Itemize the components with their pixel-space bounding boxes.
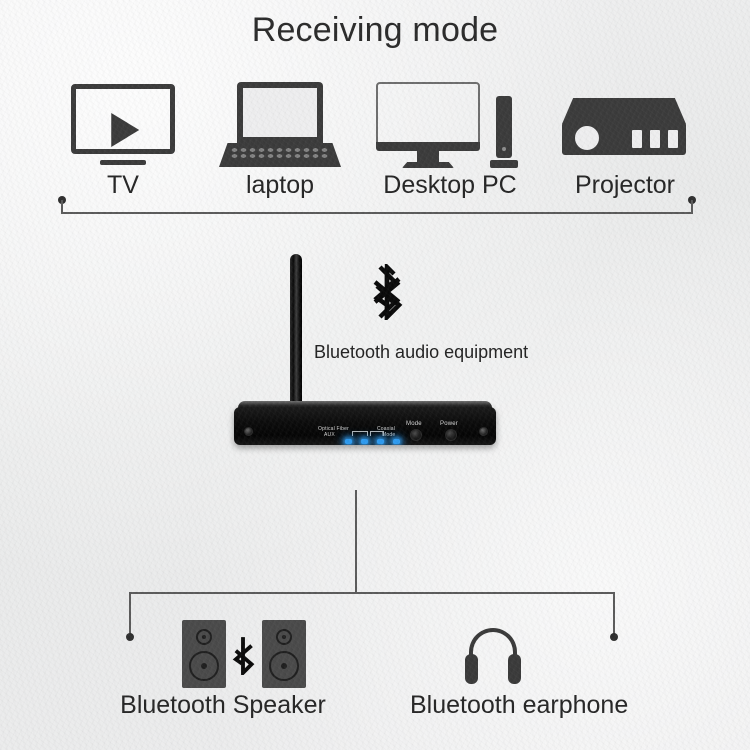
led-indicator-optical: [345, 439, 352, 444]
panel-label-mode-button: Mode: [406, 421, 422, 427]
mode-button[interactable]: [410, 429, 422, 441]
output-label-earphone: Bluetooth earphone: [410, 691, 629, 719]
pc-tower-power-dot: [502, 147, 506, 151]
connector-drop-right-bottom: [613, 592, 615, 634]
source-label-desktop-pc: Desktop PC: [383, 171, 517, 199]
power-button[interactable]: [445, 429, 457, 441]
laptop-icon: [205, 78, 355, 170]
monitor-foot-shape: [402, 162, 454, 168]
connector-drop-left-top: [61, 200, 63, 214]
source-item-tv: TV: [48, 78, 198, 200]
projector-top-shape: [562, 98, 686, 124]
connector-bracket-top: [61, 212, 693, 214]
panel-bracket-mark-left: [352, 431, 368, 436]
source-item-laptop: laptop: [205, 78, 355, 200]
tv-icon: [48, 78, 198, 170]
bluetooth-icon: [373, 264, 403, 320]
headphone-band-shape: [469, 628, 517, 668]
led-indicator-coaxial: [377, 439, 384, 444]
tv-stand-shape: [100, 160, 146, 165]
connector-node-right-bottom: [610, 633, 618, 641]
page-title: Receiving mode: [251, 11, 499, 49]
panel-label-coaxial: Coaxial: [377, 426, 396, 432]
source-label-laptop: laptop: [245, 171, 315, 199]
panel-label-optical-fiber: Optical Fiber: [318, 426, 349, 432]
source-item-projector: Projector: [540, 78, 710, 200]
speaker-woofer-shape: [189, 651, 219, 681]
connector-bracket-bottom: [129, 592, 615, 594]
panel-label-power-button: Power: [440, 421, 459, 427]
headphone-earcup-left: [465, 654, 478, 684]
laptop-keys-shape: [230, 147, 330, 160]
device-top-surface: [238, 401, 492, 409]
device-screw-right: [479, 427, 488, 436]
panel-label-aux: AUX: [324, 432, 335, 438]
speaker-tweeter-shape: [276, 629, 292, 645]
speaker-woofer-shape: [269, 651, 299, 681]
pc-tower-shape: [496, 96, 512, 158]
source-item-desktop-pc: Desktop PC: [360, 78, 540, 200]
desktop-pc-icon: [360, 78, 540, 170]
projector-vents-shape: [632, 130, 678, 148]
output-item-earphone: Bluetooth earphone: [410, 690, 629, 720]
output-item-speaker: Bluetooth Speaker: [118, 690, 328, 720]
connector-drop-left-bottom: [129, 592, 131, 634]
connector-drop-center: [355, 490, 357, 594]
connector-drop-right-top: [691, 200, 693, 214]
source-label-projector: Projector: [574, 171, 676, 199]
device-label: Bluetooth audio equipment: [314, 342, 529, 362]
bluetooth-speaker-right-icon: [262, 620, 306, 688]
laptop-screen-shape: [237, 82, 323, 143]
monitor-neck-shape: [417, 151, 439, 162]
monitor-screen-shape: [376, 82, 480, 144]
connector-node-left-bottom: [126, 633, 134, 641]
play-triangle-icon: [111, 113, 140, 147]
headphone-earcup-right: [508, 654, 521, 684]
bluetooth-icon-speaker-link: [232, 637, 255, 675]
bluetooth-speaker-left-icon: [182, 620, 226, 688]
projector-icon: [540, 78, 710, 170]
panel-bracket-mark-right: [370, 431, 384, 436]
source-label-tv: TV: [107, 171, 139, 199]
device-front-panel: Optical Fiber AUX Coaxial Mode Mode Powe…: [234, 407, 496, 445]
speaker-tweeter-shape: [196, 629, 212, 645]
panel-label-mode-indicator: Mode: [382, 432, 396, 438]
pc-tower-base-shape: [490, 160, 518, 168]
tv-screen-shape: [71, 84, 175, 154]
led-indicator-aux: [361, 439, 368, 444]
bluetooth-receiver-device: Optical Fiber AUX Coaxial Mode Mode Powe…: [234, 401, 496, 449]
antenna-icon: [290, 254, 302, 406]
bluetooth-earphone-icon: [462, 628, 524, 686]
output-label-speaker: Bluetooth Speaker: [120, 691, 326, 719]
device-screw-left: [244, 427, 253, 436]
monitor-chin-shape: [376, 142, 480, 151]
led-indicator-mode: [393, 439, 400, 444]
projector-lens-shape: [571, 122, 603, 154]
